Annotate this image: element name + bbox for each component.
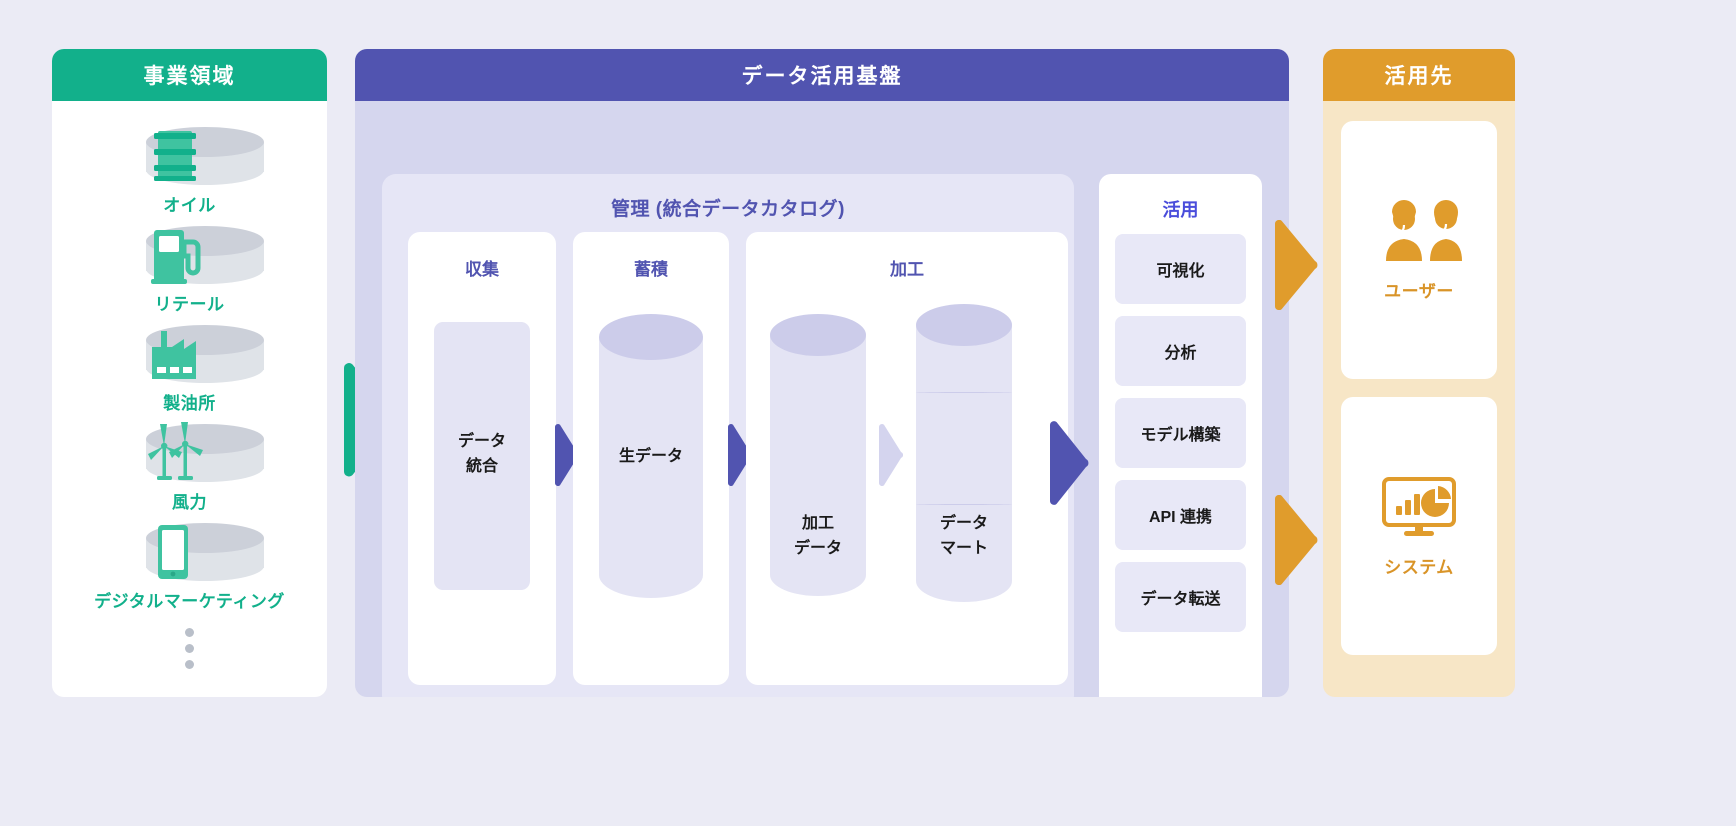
destination-card-system[interactable]: システム — [1341, 397, 1497, 655]
wind-visual — [104, 420, 276, 486]
purple-arrow-icon — [726, 424, 752, 486]
refinery-visual — [104, 321, 276, 387]
purple-arrow-icon — [553, 424, 579, 486]
data-platform-title: データ活用基盤 — [355, 49, 1289, 101]
node-label-line1: 生データ — [618, 448, 683, 465]
list-item-label: デジタルマーケティング — [94, 592, 285, 611]
stage-row: 収集 データ 統合 蓄積 — [408, 232, 1068, 685]
node-label-line2: データ — [793, 540, 842, 557]
destination-label: システム — [1384, 557, 1454, 577]
ellipsis-dots-icon — [185, 628, 194, 669]
pale-purple-arrow-icon — [877, 424, 903, 486]
destination-list: ユーザー システム — [1323, 101, 1515, 675]
two-users-icon — [1386, 199, 1462, 261]
fuel-pump-icon — [150, 230, 200, 284]
node-label-line1: データ — [939, 515, 988, 532]
destination-panel: 活用先 ユーザー — [1323, 49, 1515, 697]
destination-card-user[interactable]: ユーザー — [1341, 121, 1497, 379]
data-platform-body: 管理 (統合データカタログ) 収集 データ 統合 — [355, 101, 1289, 697]
data-integration-node — [434, 322, 530, 590]
manage-section-title: 管理 (統合データカタログ) — [611, 199, 845, 220]
refinery-factory-icon — [151, 331, 196, 379]
node-label-line1: データ — [457, 433, 506, 450]
purple-arrow-icon — [1047, 421, 1089, 505]
destination-label: ユーザー — [1384, 281, 1454, 301]
business-domain-title: 事業領域 — [52, 49, 327, 101]
business-domain-panel: 事業領域 オイル — [52, 49, 327, 697]
digital-marketing-visual — [104, 519, 276, 585]
node-label-line2: マート — [939, 540, 988, 557]
utilize-section-title: 活用 — [1162, 200, 1199, 220]
list-item[interactable]: 製油所 — [52, 321, 327, 414]
utilize-item-data-transfer[interactable]: データ転送 — [1115, 562, 1246, 632]
list-item[interactable]: 風力 — [52, 420, 327, 513]
stage-card-collect[interactable]: 収集 データ 統合 — [408, 232, 556, 685]
utilize-item-analysis[interactable]: 分析 — [1115, 316, 1246, 386]
stage-title: 加工 — [890, 260, 924, 279]
manage-section: 管理 (統合データカタログ) 収集 データ 統合 — [382, 174, 1074, 697]
utilize-list: 可視化 分析 モデル構築 API 連携 データ転送 — [1099, 222, 1262, 632]
node-label-line1: 加工 — [801, 515, 834, 532]
utilize-item-api-integration[interactable]: API 連携 — [1115, 480, 1246, 550]
retail-visual — [104, 222, 276, 288]
monitor-chart-icon — [1382, 476, 1456, 536]
smartphone-icon — [157, 525, 188, 579]
utilize-item-visualization[interactable]: 可視化 — [1115, 234, 1246, 304]
orange-arrow-icon — [1272, 220, 1318, 310]
list-item-label: オイル — [163, 196, 216, 215]
gap — [555, 232, 579, 685]
node-label-line2: 統合 — [465, 458, 498, 475]
oil-visual — [104, 123, 276, 189]
data-mart-cylinder — [916, 304, 1012, 604]
stage-card-process[interactable]: 加工 加工 データ — [746, 232, 1068, 685]
destination-title: 活用先 — [1323, 49, 1515, 101]
data-platform-panel: データ活用基盤 管理 (統合データカタログ) 収集 データ 統合 — [355, 49, 1289, 697]
orange-arrow-icon — [1272, 495, 1318, 585]
processed-data-cylinder — [770, 314, 866, 598]
list-item-label: 製油所 — [163, 394, 216, 413]
list-item-label: 風力 — [172, 493, 207, 512]
business-domain-list: オイル リテール — [52, 101, 327, 697]
list-item[interactable]: オイル — [52, 123, 327, 216]
stage-card-store[interactable]: 蓄積 生データ — [573, 232, 729, 685]
raw-data-cylinder — [599, 314, 703, 598]
stage-title: 収集 — [465, 260, 499, 279]
stage-title: 蓄積 — [634, 260, 668, 279]
list-item[interactable]: リテール — [52, 222, 327, 315]
list-item-label: リテール — [154, 295, 225, 314]
utilize-section: 活用 可視化 分析 モデル構築 API 連携 データ転送 — [1099, 174, 1262, 697]
wind-turbine-icon — [147, 422, 203, 480]
gap — [728, 232, 752, 685]
oil-barrel-icon — [153, 131, 196, 181]
utilize-item-model-building[interactable]: モデル構築 — [1115, 398, 1246, 468]
list-item[interactable]: デジタルマーケティング — [52, 519, 327, 612]
